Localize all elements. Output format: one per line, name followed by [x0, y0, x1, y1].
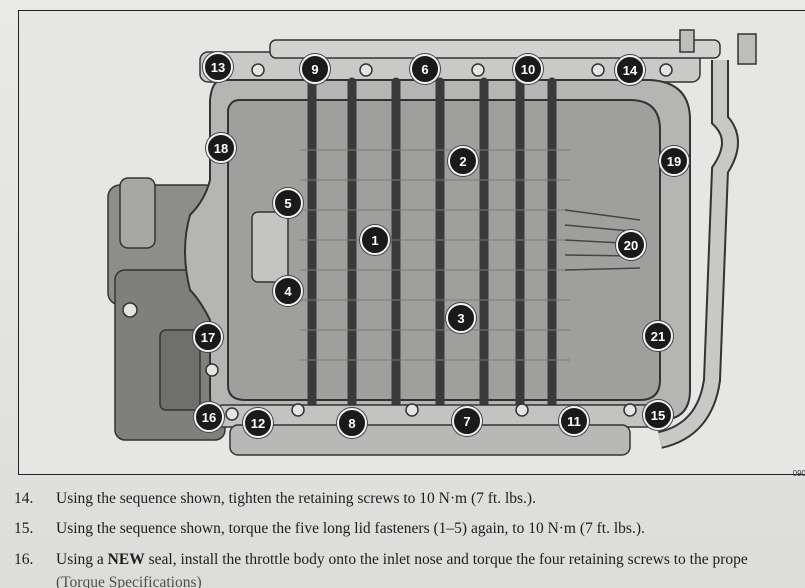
- step-text: Using the sequence shown, torque the fiv…: [56, 520, 645, 537]
- callout-10: 10: [513, 54, 543, 84]
- right-vent: [564, 209, 641, 271]
- callout-1: 1: [360, 225, 390, 255]
- callout-4: 4: [273, 276, 303, 306]
- callout-19: 19: [659, 146, 689, 176]
- figure-code: 090: [792, 469, 805, 478]
- bottom-rail: [214, 404, 666, 456]
- callout-9: 9: [300, 54, 330, 84]
- bolt-holes: [122, 63, 673, 421]
- callout-14: 14: [615, 55, 645, 85]
- callout-2: 2: [448, 146, 478, 176]
- step-text: Using the sequence shown, tighten the re…: [56, 490, 536, 507]
- lid-grid: [300, 149, 570, 361]
- callout-5: 5: [273, 188, 303, 218]
- step-16-continuation: (Torque Specifications): [56, 574, 202, 588]
- callout-6: 6: [410, 54, 440, 84]
- supercharger-lid-diagram: [107, 29, 757, 456]
- step-text-after: seal, install the throttle body onto the…: [144, 551, 748, 568]
- step-text-before: Using a: [56, 551, 108, 568]
- step-14: 14. Using the sequence shown, tighten the…: [14, 490, 536, 508]
- step-number: 14.: [14, 490, 34, 507]
- callout-7: 7: [452, 406, 482, 436]
- callout-17: 17: [193, 322, 223, 352]
- callout-16: 16: [194, 402, 224, 432]
- callout-18: 18: [206, 133, 236, 163]
- step-number: 16.: [14, 551, 34, 568]
- callout-8: 8: [337, 408, 367, 438]
- callout-15: 15: [643, 400, 673, 430]
- callout-13: 13: [203, 52, 233, 82]
- step-number: 15.: [14, 520, 34, 537]
- callout-3: 3: [446, 303, 476, 333]
- callout-12: 12: [243, 408, 273, 438]
- step-16: 16. Using a NEW seal, install the throttl…: [14, 551, 748, 569]
- callout-21: 21: [643, 321, 673, 351]
- step-15: 15. Using the sequence shown, torque the …: [14, 520, 645, 538]
- step-text-bold: NEW: [107, 551, 145, 568]
- callout-11: 11: [559, 406, 589, 436]
- logo-plate: [251, 211, 289, 283]
- callout-20: 20: [616, 230, 646, 260]
- lid-ribs: [307, 77, 557, 415]
